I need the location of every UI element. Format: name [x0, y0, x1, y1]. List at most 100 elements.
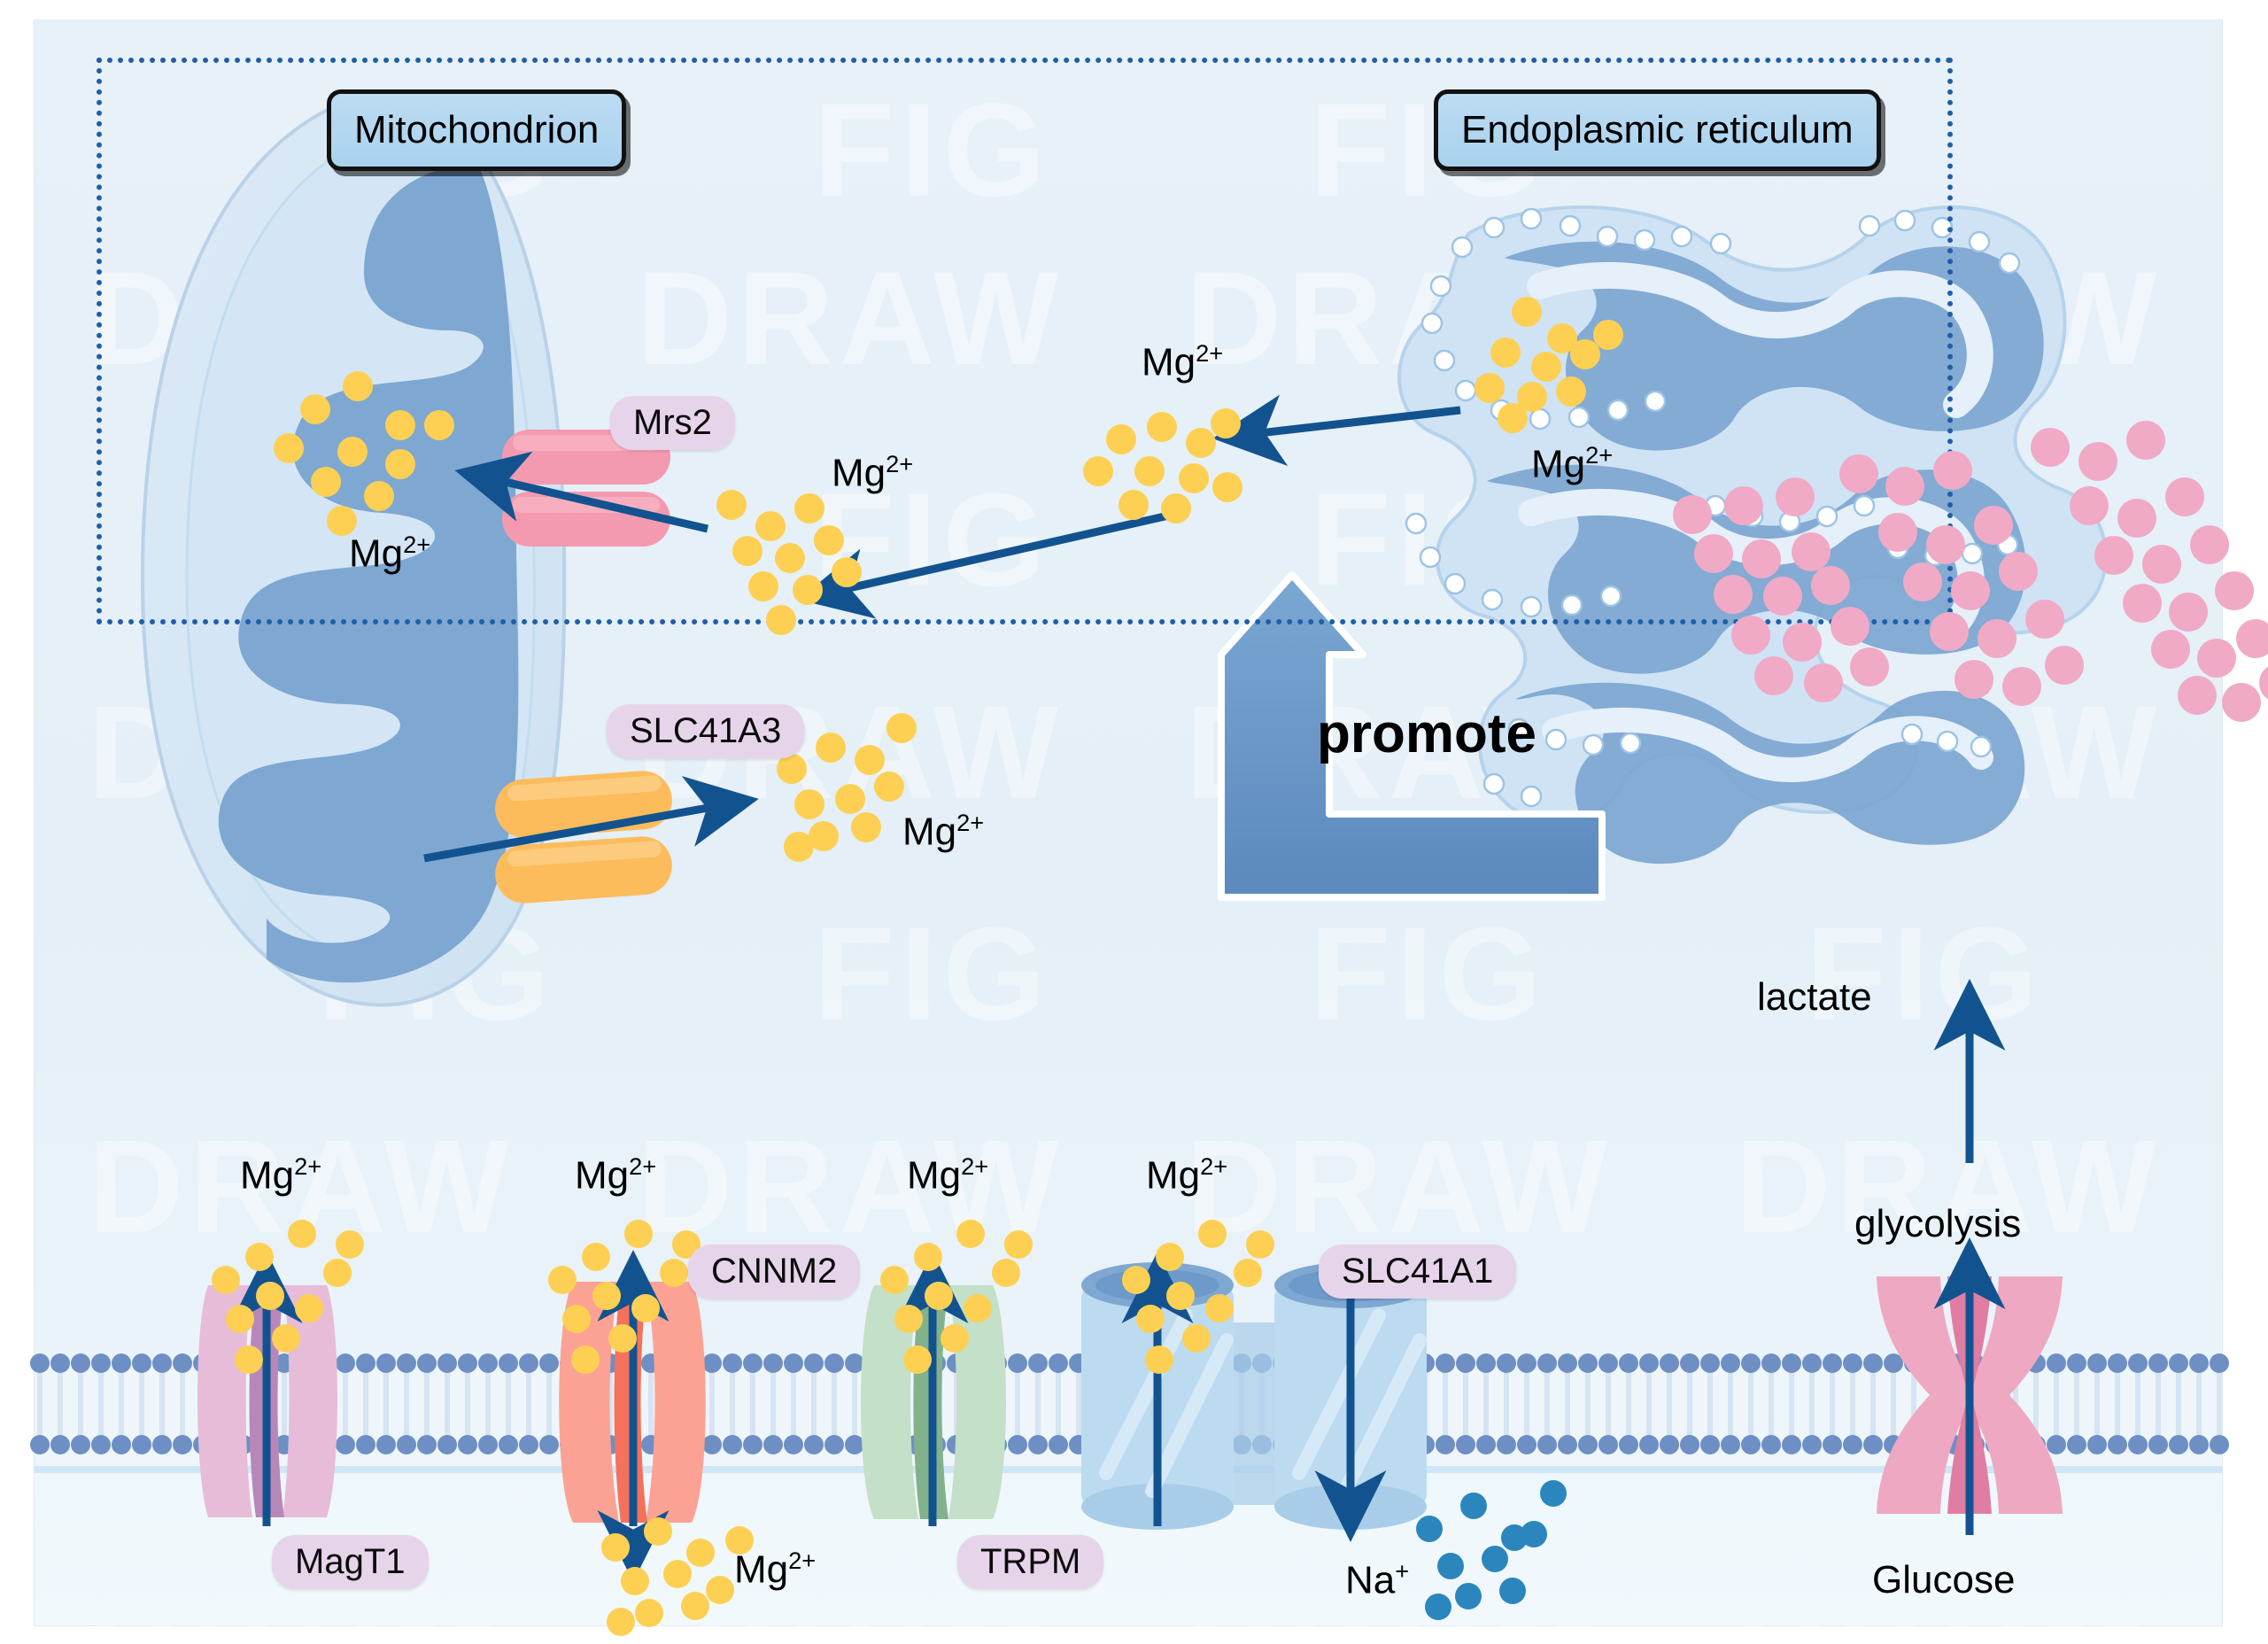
- magnesium-ion-dot: [1145, 1345, 1173, 1374]
- magnesium-ion-dot: [631, 1294, 660, 1322]
- magnesium-ion-dot: [272, 1324, 300, 1353]
- ion-symbol: Mg: [240, 1153, 295, 1198]
- magnesium-ion-dot: [624, 1220, 653, 1248]
- label-lactate: lactate: [1757, 975, 1872, 1019]
- magnesium-ion-dot: [343, 371, 373, 401]
- ion-symbol: Mg: [907, 1153, 962, 1198]
- organelle-dotted-boundary: [97, 58, 1953, 624]
- magnesium-ion-dot: [571, 1345, 600, 1374]
- lactate-molecule-dot: [2259, 663, 2268, 702]
- transporter-label-mrs2[interactable]: Mrs2: [610, 396, 735, 450]
- magnesium-ion-dot: [1593, 320, 1623, 350]
- magnesium-ion-dot: [1531, 352, 1561, 382]
- ion-charge: 2+: [403, 531, 431, 558]
- magnesium-ion-dot: [1212, 472, 1242, 502]
- ion-charge: 2+: [629, 1152, 657, 1180]
- watermark-text: FIG: [1310, 899, 1547, 1048]
- magnesium-ion-dot: [1136, 1305, 1165, 1333]
- magnesium-ion-dot: [1475, 373, 1505, 403]
- ion-symbol: Mg: [734, 1547, 789, 1592]
- magnesium-ion-dot: [212, 1266, 240, 1294]
- magnesium-ion-dot: [681, 1592, 709, 1620]
- sodium-ion-dot: [1425, 1594, 1451, 1620]
- ion-label-mg-between: Mg2+: [1142, 339, 1223, 385]
- magnesium-ion-dot: [732, 536, 762, 566]
- magnesium-ion-dot: [1498, 403, 1528, 433]
- label-glucose: Glucose: [1872, 1558, 2016, 1601]
- magnesium-ion-dot: [1182, 1324, 1211, 1353]
- magnesium-ion-dot: [226, 1305, 254, 1333]
- magnesium-ion-dot: [1122, 1266, 1150, 1294]
- magnesium-ion-dot: [793, 575, 823, 605]
- lactate-molecule-dot: [1724, 486, 1763, 525]
- ion-symbol: Mg: [349, 531, 404, 576]
- magnesium-ion-dot: [1205, 1294, 1234, 1322]
- watermark-text: FIG: [318, 899, 555, 1048]
- lactate-molecule-dot: [1878, 513, 1917, 552]
- transporter-label-trpm[interactable]: TRPM: [957, 1535, 1104, 1589]
- magnesium-ion-dot: [235, 1345, 263, 1374]
- magnesium-ion-dot: [964, 1294, 992, 1322]
- lactate-molecule-dot: [1742, 539, 1781, 578]
- lactate-molecule-dot: [2215, 571, 2254, 610]
- magnesium-ion-dot: [621, 1567, 649, 1595]
- plasma-membrane-graphic: [30, 1353, 2229, 1473]
- sodium-ion-dot: [1437, 1553, 1464, 1579]
- magnesium-ion-dot: [894, 1305, 923, 1333]
- magnesium-ion-dot: [1166, 1282, 1195, 1310]
- transporter-label-cnnm2[interactable]: CNNM2: [688, 1245, 861, 1299]
- transporter-label-slc41a1[interactable]: SLC41A1: [1319, 1245, 1517, 1299]
- ion-symbol: Mg: [575, 1153, 630, 1198]
- lactate-molecule-dot: [1933, 451, 1972, 490]
- magnesium-ion-dot: [1156, 1243, 1184, 1271]
- lactate-molecule-dot: [2222, 683, 2261, 722]
- ion-charge: 2+: [1585, 441, 1614, 469]
- watermark-text: DRAW: [1735, 678, 2163, 826]
- watermark-text: FIG: [1310, 1333, 1547, 1482]
- lactate-molecule-dot: [1792, 532, 1831, 571]
- lactate-molecule-dot: [1754, 656, 1793, 695]
- lactate-molecule-dot: [1974, 506, 2013, 545]
- magnesium-ion-dot: [1186, 428, 1216, 458]
- magnesium-ion-dot: [794, 493, 824, 523]
- magnesium-ion-dot: [327, 506, 357, 536]
- transporter-label-text: CNNM2: [711, 1252, 838, 1291]
- magnesium-ion-dot: [874, 772, 904, 802]
- mitochondrion-title-label: Mitochondrion: [354, 108, 600, 151]
- transporter-label-text: Mrs2: [633, 403, 712, 442]
- lactate-molecule-dot: [1955, 660, 1993, 699]
- transporter-label-text: SLC41A1: [1342, 1252, 1494, 1291]
- magnesium-ion-dot: [562, 1305, 591, 1333]
- ion-symbol: Mg: [832, 451, 886, 495]
- magnesium-ion-dot: [1179, 463, 1209, 493]
- magnesium-ion-dot: [914, 1243, 942, 1271]
- er-title-box: Endoplasmic reticulum: [1434, 89, 1881, 171]
- magnesium-ion-dot: [364, 481, 394, 511]
- magnesium-ion-dot: [288, 1220, 316, 1248]
- magnesium-ion-dot: [814, 525, 844, 555]
- magnesium-ion-dot: [592, 1282, 621, 1310]
- lactate-molecule-dot: [1714, 575, 1753, 614]
- lactate-molecule-dot: [2165, 477, 2204, 516]
- magnesium-ion-dot: [245, 1243, 274, 1271]
- magnesium-ion-dot: [256, 1282, 284, 1310]
- lactate-molecule-dot: [2151, 630, 2190, 669]
- ion-charge: 2+: [956, 809, 985, 836]
- magnesium-ion-dot: [835, 784, 865, 814]
- transporter-label-slc41a3[interactable]: SLC41A3: [607, 704, 805, 758]
- magnesium-ion-dot: [851, 812, 881, 842]
- lactate-molecule-dot: [1731, 616, 1770, 655]
- label-promote: promote: [1317, 703, 1537, 764]
- lactate-molecule-dot: [1885, 467, 1924, 506]
- magnesium-ion-dot: [582, 1243, 610, 1271]
- transporter-label-magt1[interactable]: MagT1: [272, 1535, 429, 1589]
- ion-charge: +: [1395, 1557, 1410, 1585]
- ion-symbol: Mg: [1146, 1153, 1201, 1198]
- magnesium-ion-dot: [755, 511, 786, 541]
- magnesium-ion-dot: [1570, 339, 1600, 369]
- lactate-molecule-dot: [1978, 619, 2016, 658]
- magnesium-ion-dot: [1147, 412, 1177, 442]
- er-title-label: Endoplasmic reticulum: [1461, 108, 1854, 151]
- cell-panel: FIGFIGFIGDRAWDRAWDRAWDRAWFIGFIGFIGFIGDRA…: [30, 19, 2268, 1644]
